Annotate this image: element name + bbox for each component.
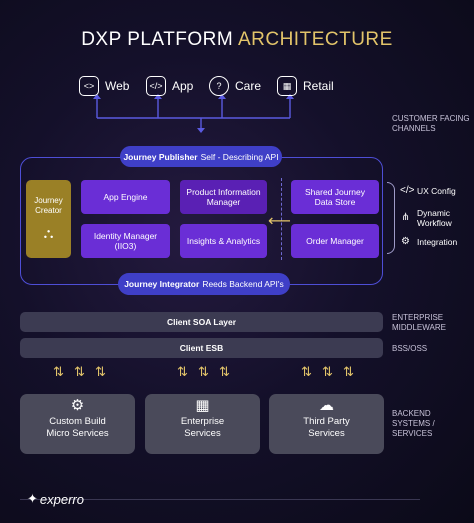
backend-line-2: SYSTEMS / [392,419,435,428]
customer-facing-line-1: CUSTOMER FACING [392,114,470,123]
identity-line-2: (IIO3) [114,241,137,251]
journey-publisher-desc: Self - Describing API [200,151,279,162]
client-esb-bar[interactable]: Client ESB [20,338,383,358]
divider-dashed [281,178,282,260]
custom-build-line-2: Micro Services [46,428,109,439]
feature-integration: ⚙ Integration [400,236,458,248]
identity-manager-box[interactable]: Identity Manager (IIO3) [81,224,170,258]
pim-line-1: Product Information [186,187,261,197]
journey-integrator-bold: Journey Integrator [124,279,200,289]
store-icon: ▦ [195,397,210,414]
gear-icon: ⚙ [70,397,85,414]
app-engine-label: App Engine [103,192,148,202]
order-manager-box[interactable]: Order Manager [291,224,379,258]
enterprise-services-box[interactable]: ▦ Enterprise Services [145,394,260,454]
retail-icon: ▦ [277,76,297,96]
feature-workflow-line-1: Dynamic [417,208,451,218]
experro-mark-icon: ✦ [27,491,38,506]
feature-integration-label: Integration [417,237,458,247]
gear-icon: ⚙ [401,236,410,247]
pim-line-2: Manager [206,197,241,207]
customer-facing-line-2: CHANNELS [392,124,436,133]
shared-journey-store-box[interactable]: Shared Journey Data Store [291,180,379,214]
brand-name: experro [39,491,84,507]
feature-dynamic-workflow: ⋔ Dynamic Workflow [400,208,452,228]
journey-publisher-bold: Journey Publisher [123,151,198,162]
enterprise-line-1: Enterprise [180,416,225,427]
channel-app[interactable]: </> App [146,76,193,96]
channel-app-label: App [172,79,194,93]
backend-label: BACKEND SYSTEMS / SERVICES [392,409,435,439]
feature-ux-config-label: UX Config [417,186,456,196]
third-party-line-1: Third Party [303,416,350,427]
updown-arrow-icon: ⇅ [343,364,354,379]
updown-arrow-icon: ⇅ [322,364,333,379]
insights-analytics-box[interactable]: Insights & Analytics [180,224,267,258]
feature-ux-config: </> UX Config [400,185,456,197]
middleware-line-1: ENTERPRISE [392,313,444,322]
client-soa-label: Client SOA Layer [166,317,237,327]
workflow-icon: ⋔ [401,212,410,223]
experro-logo[interactable]: ✦ experro [27,491,84,507]
client-soa-layer-bar[interactable]: Client SOA Layer [20,312,383,332]
updown-arrow-icon: ⇅ [219,364,230,379]
app-icon: </> [146,76,166,96]
page-title: DXP PLATFORM ARCHITECTURE [0,29,474,51]
enterprise-line-2: Services [184,428,221,439]
updown-arrow-icon: ⇅ [198,364,209,379]
updown-arrow-icon: ⇅ [301,364,312,379]
channel-care-label: Care [235,79,262,93]
journey-creator-line-2: Creator [35,206,62,215]
arrow-left-icon: ⟵ [268,213,291,230]
channel-care[interactable]: ? Care [209,76,261,96]
updown-arrow-icon: ⇅ [95,364,106,379]
client-esb-label: Client ESB [179,343,224,353]
journey-store-line-2: Data Store [314,197,356,207]
care-icon: ? [209,76,229,96]
enterprise-middleware-label: ENTERPRISE MIDDLEWARE [392,313,446,333]
customer-facing-label: CUSTOMER FACING CHANNELS [392,114,470,134]
channel-retail-label: Retail [303,79,334,93]
custom-build-services-box[interactable]: ⚙ Custom Build Micro Services [20,394,135,454]
footer-divider [20,499,420,500]
custom-build-line-1: Custom Build [49,416,106,427]
journey-integrator-desc: Reeds Backend API's [202,279,284,289]
channel-retail[interactable]: ▦ Retail [277,76,334,96]
channel-web[interactable]: <> Web [79,76,129,96]
third-party-line-2: Services [308,428,345,439]
backend-line-3: SERVICES [392,429,433,438]
bss-oss-label: BSS/OSS [392,344,428,353]
cloud-sync-icon: ☁ [319,397,334,414]
updown-arrow-icon: ⇅ [177,364,188,379]
title-part-2: ARCHITECTURE [237,29,393,50]
journey-creator-line-1: Journey [34,196,63,205]
features-bracket [387,182,395,254]
code-icon: </> [400,185,415,196]
journey-store-line-1: Shared Journey [304,187,365,197]
updown-arrow-icon: ⇅ [53,364,64,379]
insights-label: Insights & Analytics [186,236,261,246]
journey-integrator-pill[interactable]: Journey Integrator Reeds Backend API's [118,273,290,295]
middleware-line-2: MIDDLEWARE [392,323,446,332]
third-party-services-box[interactable]: ☁ Third Party Services [269,394,384,454]
web-icon: <> [79,76,99,96]
journey-creator-box[interactable]: Journey Creator ⛬ [26,180,71,258]
journey-publisher-pill[interactable]: Journey Publisher Self - Describing API [120,146,282,167]
identity-line-1: Identity Manager [93,231,158,241]
updown-arrow-icon: ⇅ [74,364,85,379]
order-manager-label: Order Manager [306,236,364,246]
feature-workflow-line-2: Workflow [417,218,452,228]
app-engine-box[interactable]: App Engine [81,180,170,214]
dxp-platform-container [20,157,383,285]
pim-box[interactable]: Product Information Manager [180,180,267,214]
title-part-1: DXP PLATFORM [81,29,234,50]
channel-web-label: Web [105,79,130,93]
backend-line-1: BACKEND [392,409,431,418]
flow-icon: ⛬ [43,225,54,241]
